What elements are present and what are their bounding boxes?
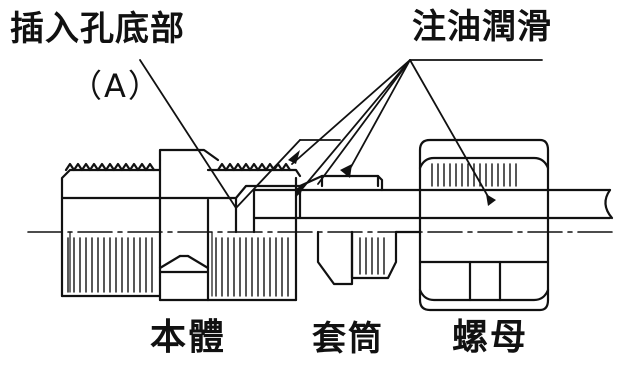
body-hex xyxy=(158,148,220,302)
leader-insert-hole xyxy=(139,59,341,209)
label-insert-hole-bottom: 插入孔底部 xyxy=(10,9,185,49)
leader-lubricate xyxy=(291,59,543,201)
nut xyxy=(394,138,550,312)
label-body: 本體 xyxy=(150,317,227,358)
nut-thread-hatching xyxy=(431,163,517,187)
compression-thread-hatching xyxy=(215,237,289,297)
insert-bore xyxy=(158,184,302,234)
leader-arrowheads xyxy=(288,150,496,206)
sleeve xyxy=(298,174,398,286)
body-compression-thread xyxy=(206,162,302,302)
body-threaded-end xyxy=(60,162,162,298)
label-sleeve: 套筒 xyxy=(312,319,384,359)
sleeve-hatching xyxy=(359,237,385,275)
body-thread-hatching xyxy=(67,237,153,293)
tube xyxy=(252,188,614,220)
label-nut: 螺母 xyxy=(452,317,529,358)
label-insert-hole-mark: （A） xyxy=(70,67,162,105)
label-lubricate: 注油潤滑 xyxy=(412,7,552,47)
